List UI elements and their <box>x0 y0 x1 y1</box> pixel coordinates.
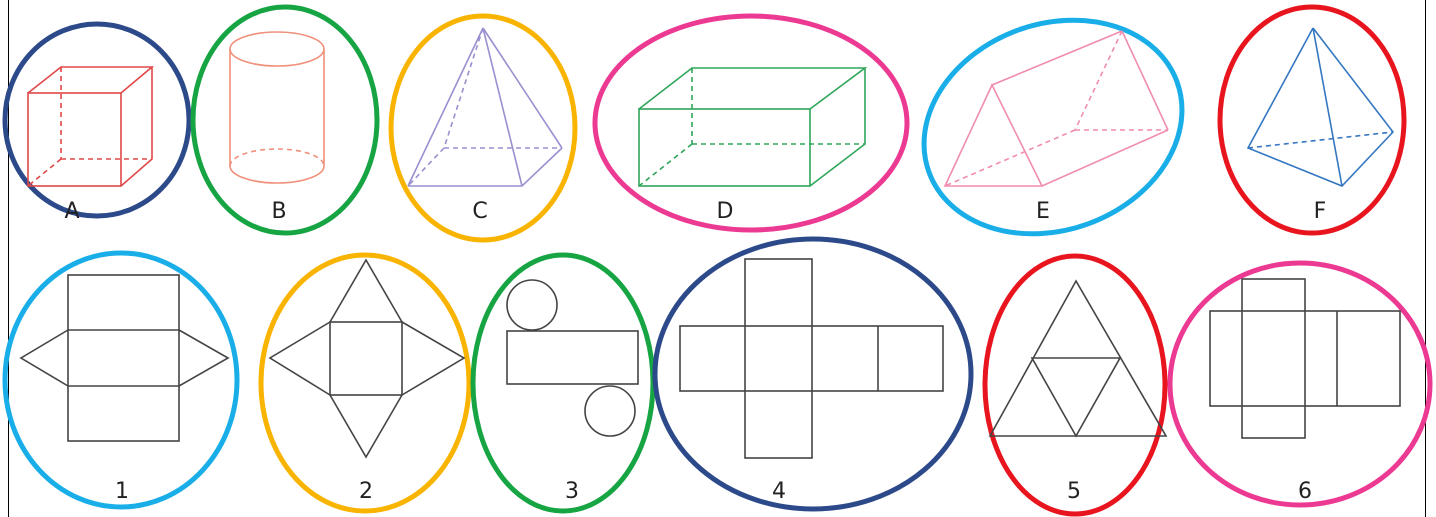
net-6-group: 6 <box>1167 260 1433 508</box>
solid-B-group: B <box>190 4 380 236</box>
net-5-ring <box>982 253 1168 517</box>
left-border-line <box>8 0 9 517</box>
net-6-label: 6 <box>1298 479 1312 504</box>
net-4-ring <box>652 236 974 512</box>
solid-E-label: E <box>1036 199 1050 224</box>
net-4-label: 4 <box>772 479 786 504</box>
solid-B-label: B <box>271 199 286 224</box>
solid-C-ring <box>388 13 578 243</box>
solid-A-group: A <box>2 21 192 224</box>
net-1-ring <box>2 250 240 510</box>
net-1-label: 1 <box>115 479 129 504</box>
net-3-label: 3 <box>565 479 579 504</box>
triangular-prism-drawing <box>943 30 1169 187</box>
square-pyramid-net-drawing <box>268 258 466 459</box>
cuboid-drawing <box>638 67 868 187</box>
solid-D-ring <box>592 13 910 233</box>
solid-F-group: F <box>1217 4 1407 236</box>
solid-D-group: D <box>592 13 910 233</box>
cylinder-net-drawing <box>506 279 639 437</box>
solid-C-group: C <box>388 13 578 243</box>
solid-C-label: C <box>472 199 487 224</box>
tetrahedron-drawing <box>1246 27 1395 187</box>
net-5-group: 5 <box>982 253 1168 517</box>
tetrahedron-net-drawing <box>988 279 1168 438</box>
solid-A-label: A <box>64 199 79 224</box>
net-3-ring <box>470 252 656 514</box>
solid-E-ring <box>921 17 1185 237</box>
net-6-ring <box>1167 260 1433 508</box>
square-pyramid-drawing <box>407 27 563 187</box>
solid-E-group: E <box>921 17 1185 237</box>
triangular-prism-net-drawing <box>19 274 230 442</box>
solid-F-label: F <box>1314 199 1327 224</box>
cube-net-drawing <box>1209 278 1401 439</box>
cylinder-drawing <box>229 31 325 184</box>
net-3-group: 3 <box>470 252 656 514</box>
right-border-line <box>1425 0 1426 517</box>
net-2-ring <box>258 252 472 514</box>
cuboid-net-drawing <box>679 258 944 459</box>
cube-drawing <box>27 66 155 187</box>
solid-B-ring <box>190 4 380 236</box>
solid-A-ring <box>2 21 192 219</box>
solid-F-ring <box>1217 4 1407 236</box>
net-2-label: 2 <box>359 479 373 504</box>
net-1-group: 1 <box>2 250 240 510</box>
net-2-group: 2 <box>258 252 472 514</box>
solid-D-label: D <box>717 199 734 224</box>
net-5-label: 5 <box>1067 479 1081 504</box>
net-4-group: 4 <box>652 236 974 512</box>
